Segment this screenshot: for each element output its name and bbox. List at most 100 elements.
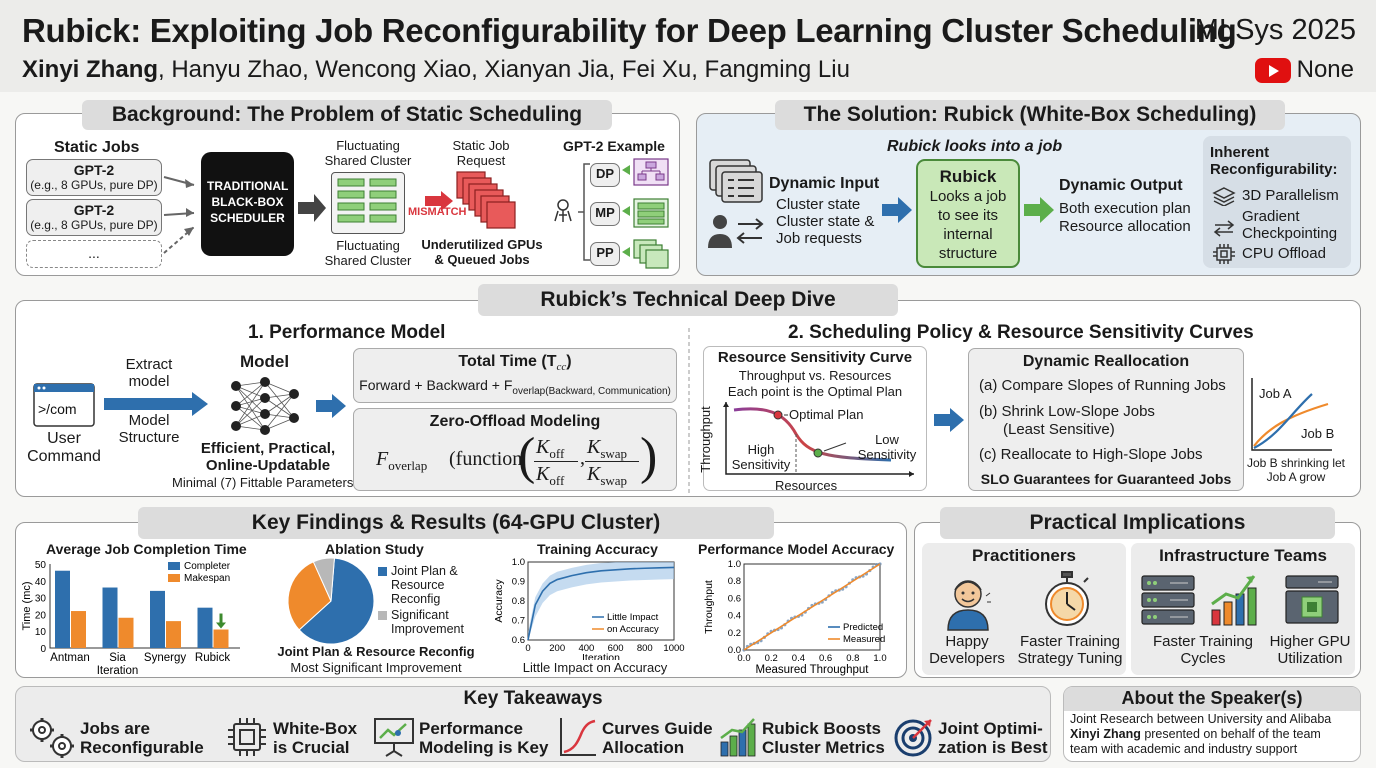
solution-subtitle: Rubick looks into a job bbox=[887, 138, 1063, 155]
jct-bar bbox=[197, 607, 213, 648]
server-rack-icon bbox=[1141, 575, 1195, 625]
rsc-sub1: Throughput vs. Resources bbox=[738, 368, 892, 383]
jct-xtick: Synergy bbox=[144, 652, 186, 664]
rsc-curve-chart bbox=[723, 402, 914, 477]
user-command-label: User Command bbox=[27, 430, 101, 465]
speaker-title-bar bbox=[1064, 687, 1360, 711]
acc-legend-label: on Accuracy bbox=[607, 624, 659, 635]
takeaways-panel bbox=[15, 686, 1051, 762]
total-time-box bbox=[353, 348, 677, 403]
input-line-1: Cluster state bbox=[776, 196, 861, 213]
inherent-item-1: 3D Parallelism bbox=[1242, 187, 1339, 204]
acc-ylabel: Accuracy bbox=[493, 579, 505, 623]
acc-xtick: 600 bbox=[608, 643, 624, 654]
acc-ytick: 1.0 bbox=[512, 557, 525, 568]
implications-title: Practical Implications bbox=[940, 507, 1335, 539]
pma-ytick: 0.4 bbox=[728, 611, 741, 622]
acc-xlabel: Iteration bbox=[582, 652, 620, 660]
mp-label: MP bbox=[590, 202, 620, 226]
model-desc: Efficient, Practical, Online-Updatable bbox=[200, 440, 336, 474]
inherent-item-2: Gradient Checkpointing bbox=[1242, 208, 1338, 242]
pie-legend-label: Joint Plan & Resource Reconfig bbox=[391, 564, 458, 606]
acc-frame bbox=[527, 561, 675, 641]
pma-xtick: 1.0 bbox=[873, 653, 886, 664]
pma-ytick: 0.8 bbox=[728, 576, 741, 587]
job-card-more: ... bbox=[26, 240, 162, 268]
jct-legend-label: Completer bbox=[184, 561, 231, 572]
practitioners-title: Practitioners bbox=[972, 546, 1076, 565]
pma-xtick: 0.2 bbox=[765, 653, 778, 664]
acc-xtick: 400 bbox=[578, 643, 594, 654]
pma-xtick: 0.6 bbox=[819, 653, 832, 664]
zero-offload-title: Zero-Offload Modeling bbox=[429, 413, 601, 430]
cluster-icon bbox=[331, 172, 405, 234]
acc-band bbox=[528, 562, 674, 640]
job-a-label: Job A bbox=[1259, 386, 1292, 401]
header-bar bbox=[0, 0, 1376, 92]
acc-line bbox=[527, 566, 675, 641]
cpu-icon bbox=[1213, 244, 1235, 264]
mismatch-arrow-icon bbox=[425, 191, 453, 211]
mismatch-label: MISMATCH bbox=[408, 206, 467, 218]
job-desc: (e.g., 8 GPUs, pure DP) bbox=[30, 178, 158, 192]
realloc-box bbox=[968, 348, 1244, 491]
happy-dev-label: Happy Developers bbox=[929, 633, 1005, 667]
pie-slice bbox=[298, 557, 375, 645]
jct-title: Average Job Completion Time bbox=[46, 541, 247, 557]
speaker-line-3: team with academic and industry support bbox=[1070, 742, 1298, 756]
input-line-2: Cluster state & bbox=[776, 213, 875, 230]
rsc-low-label: Low Sensitivity bbox=[857, 432, 917, 462]
faster-cycles-label: Faster Training Cycles bbox=[1152, 633, 1254, 667]
job-curves-chart bbox=[1251, 378, 1332, 451]
gears-icon bbox=[30, 718, 74, 758]
parallelism-icons bbox=[622, 158, 669, 269]
shrink-caption: Job B shrinking let Job A grow bbox=[1246, 456, 1346, 484]
target-icon bbox=[894, 719, 932, 757]
pma-xtick: 0.0 bbox=[737, 653, 750, 664]
terminal-text: >/com bbox=[38, 401, 77, 417]
layers-icon bbox=[1212, 187, 1236, 206]
jct-bar bbox=[55, 570, 70, 648]
poster-title: Rubick: Exploiting Job Reconfigurability… bbox=[22, 12, 1237, 49]
job-arrows bbox=[163, 176, 195, 254]
pma-xlabel: Measured Throughput bbox=[756, 664, 870, 676]
swap-icon bbox=[1213, 220, 1235, 237]
takeaways-title: Key Takeaways bbox=[463, 688, 603, 709]
video-link[interactable]: None bbox=[1254, 56, 1354, 84]
jct-ytick: 20 bbox=[35, 610, 47, 621]
jct-bar bbox=[213, 629, 229, 648]
pie-slice bbox=[312, 557, 335, 602]
total-time-formula: Forward + Backward + Foverlap(Backward, … bbox=[359, 377, 671, 397]
higher-gpu-label: Higher GPU Utilization bbox=[1269, 633, 1351, 667]
lead-author: Xinyi Zhang bbox=[22, 56, 159, 83]
scheduling-title: 2. Scheduling Policy & Resource Sensitiv… bbox=[788, 322, 1254, 343]
takeaway-6: Joint Optimi-zation is Best bbox=[938, 719, 1048, 757]
jct-ytick: 0 bbox=[40, 644, 46, 655]
acc-xtick: 1000 bbox=[663, 643, 684, 654]
acc-ytick: 0.9 bbox=[512, 577, 525, 588]
solution-title: The Solution: Rubick (White-Box Scheduli… bbox=[775, 100, 1285, 130]
output-line-1: Both execution plan bbox=[1059, 200, 1191, 217]
pma-title: Performance Model Accuracy bbox=[698, 541, 895, 557]
extract-arrow-icon bbox=[104, 392, 208, 416]
pie-legend-label: Significant Improvement bbox=[391, 608, 464, 636]
pie-legend-swatch bbox=[378, 611, 387, 620]
acc-xtick: 800 bbox=[637, 643, 653, 654]
realloc-b2: (Least Sensitive) bbox=[1003, 421, 1115, 438]
input-arrow-icon bbox=[882, 197, 912, 223]
realloc-title: Dynamic Reallocation bbox=[1022, 353, 1190, 370]
cluster-bottom-label: Fluctuating Shared Cluster bbox=[324, 238, 412, 268]
speaker-line-1: Joint Research between University and Al… bbox=[1070, 712, 1332, 726]
rsc-optimal-label: Optimal Plan bbox=[789, 407, 864, 422]
youtube-icon bbox=[1254, 57, 1291, 83]
rsc-sub2: Each point is the Optimal Plan bbox=[727, 384, 903, 399]
dynamic-input-title: Dynamic Input bbox=[769, 175, 880, 192]
realloc-a: (a) Compare Slopes of Running Jobs bbox=[979, 377, 1226, 394]
model-label: Model bbox=[240, 352, 290, 371]
pma-ytick: 0.0 bbox=[728, 645, 741, 656]
